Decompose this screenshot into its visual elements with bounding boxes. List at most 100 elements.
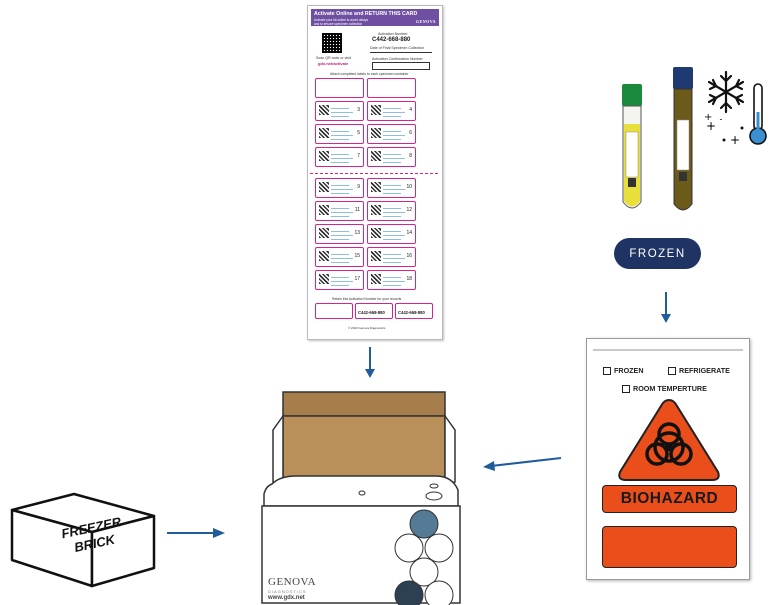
specimen-label: 10 [367, 178, 416, 198]
label-line [383, 154, 401, 155]
label-blank-2 [367, 78, 416, 98]
specimen-label: 18 [367, 270, 416, 290]
specimen-label: 3 [315, 101, 364, 121]
card-header-sub2: and to ensure specimen collection [314, 22, 363, 26]
arrow-frozen-to-bag [660, 292, 672, 324]
label-qr-code [371, 182, 381, 192]
card-header: Activate Online and RETURN THIS CARD Act… [311, 9, 439, 26]
svg-text:+: + [704, 112, 712, 120]
label-blank-1 [315, 78, 364, 98]
label-qr-code [371, 251, 381, 261]
label-qr-code [319, 274, 329, 284]
label-qr-code [319, 182, 329, 192]
label-qr-code [319, 205, 329, 215]
label-number: 13 [354, 230, 360, 236]
label-line [331, 239, 349, 240]
kit-box [261, 391, 461, 605]
label-line [383, 216, 401, 217]
arrow-bag-to-box [483, 454, 563, 472]
retain-text: Retain this Activation Number for your r… [332, 297, 402, 301]
label-number: 18 [406, 276, 412, 282]
option-refrigerate[interactable]: REFRIGERATE [668, 366, 730, 375]
card-brand: GENOVA [415, 19, 436, 24]
label-number: 6 [409, 130, 412, 136]
label-line [331, 231, 349, 232]
specimen-label: 9 [315, 178, 364, 198]
freezer-brick [10, 492, 156, 588]
label-number: 16 [406, 253, 412, 259]
label-line [331, 212, 353, 213]
option-frozen[interactable]: FROZEN [603, 366, 644, 375]
label-line [383, 162, 401, 163]
label-line [331, 108, 349, 109]
checkbox-room-temperature[interactable] [622, 384, 630, 393]
label-line [331, 158, 353, 159]
label-number: 7 [357, 153, 360, 159]
specimen-label: 4 [367, 101, 416, 121]
biohazard-label: BIOHAZARD [602, 485, 737, 513]
label-line [331, 131, 349, 132]
label-qr-code [371, 205, 381, 215]
label-line [383, 116, 401, 117]
label-line [331, 139, 349, 140]
specimen-label: 16 [367, 247, 416, 267]
label-line [383, 193, 401, 194]
label-line [383, 254, 401, 255]
label-line [331, 154, 349, 155]
svg-text:+: + [730, 133, 740, 146]
retain-number-1: C442-668-880 [358, 310, 385, 315]
label-line [383, 231, 401, 232]
label-line [383, 108, 401, 109]
label-line [331, 235, 353, 236]
card-instruction: Attach completed labels to each specimen… [330, 72, 409, 76]
arrow-brick-to-box [167, 526, 227, 540]
retain-blank [315, 303, 353, 319]
thermometer-icon [749, 82, 767, 153]
label-line [383, 281, 405, 282]
specimen-label: 11 [315, 201, 364, 221]
label-number: 5 [357, 130, 360, 136]
card-header-title: Activate Online and RETURN THIS CARD [314, 11, 418, 17]
kit-box-brand-sub: DIAGNOSTICS [268, 589, 307, 594]
date-line [370, 52, 432, 53]
label-line [331, 216, 349, 217]
label-qr-code [319, 151, 329, 161]
label-line [331, 285, 349, 286]
option-room-temperature[interactable]: ROOM TEMPERTURE [622, 384, 707, 393]
specimen-label: 15 [315, 247, 364, 267]
label-line [331, 262, 349, 263]
label-number: 14 [406, 230, 412, 236]
card-url: gdx.net/activate [318, 61, 349, 66]
label-qr-code [371, 151, 381, 161]
snow-dots: ++ [706, 119, 746, 149]
label-number: 12 [406, 207, 412, 213]
checkbox-frozen[interactable] [603, 366, 611, 375]
label-qr-code [319, 128, 329, 138]
label-line [383, 285, 401, 286]
checkbox-refrigerate[interactable] [668, 366, 676, 375]
biohazard-icon [618, 398, 720, 481]
confirmation-box[interactable] [372, 62, 430, 70]
label-line [383, 112, 405, 113]
label-line [383, 277, 401, 278]
label-qr-code [371, 128, 381, 138]
perforation-line [310, 173, 438, 174]
label-line [383, 235, 405, 236]
option-room-temperature-label: ROOM TEMPERTURE [633, 384, 707, 393]
label-line [331, 135, 353, 136]
label-line [383, 262, 401, 263]
label-line [331, 208, 349, 209]
specimen-label: 14 [367, 224, 416, 244]
retain-label-1: C442-668-880 [355, 303, 393, 319]
label-line [331, 162, 349, 163]
retain-label-2: C442-668-880 [395, 303, 433, 319]
specimen-label: 5 [315, 124, 364, 144]
tube-blue-cap [673, 67, 693, 211]
label-number: 17 [354, 276, 360, 282]
card-header-sub1: Activate your kit online to avoid delays [314, 18, 369, 22]
label-line [331, 189, 353, 190]
label-number: 8 [409, 153, 412, 159]
label-line [331, 185, 349, 186]
label-line [383, 139, 401, 140]
label-line [383, 135, 405, 136]
